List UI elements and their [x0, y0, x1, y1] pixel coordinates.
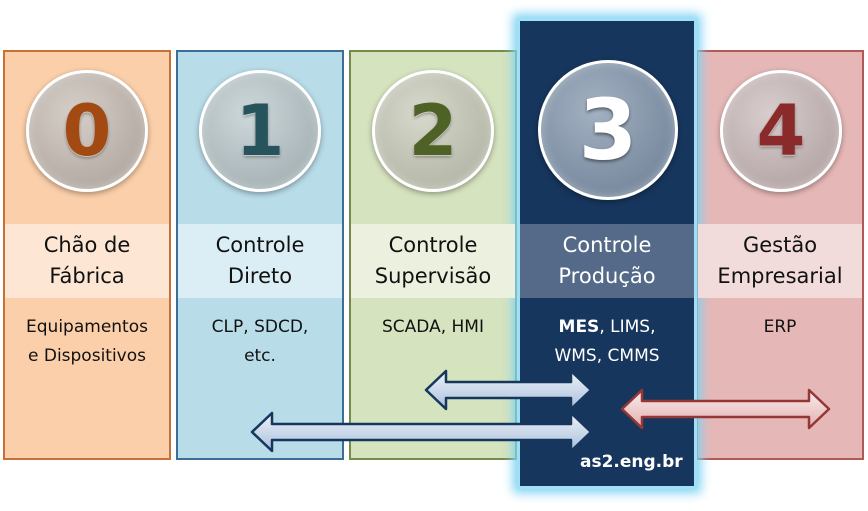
level-0-title-line1: Chão de: [43, 233, 131, 257]
level-0-title-line2: Fábrica: [49, 264, 125, 288]
level-3-title-line2: Produção: [558, 264, 656, 288]
level-1-number: 1: [235, 90, 285, 172]
level-1-title-line1: Controle: [215, 233, 305, 257]
level-2-description: SCADA, HMI: [351, 313, 515, 342]
level-0-number: 0: [62, 90, 112, 172]
level-2-number-circle: 2: [372, 70, 494, 192]
arrow-level3-level4: [620, 388, 831, 430]
level-2-title-band: Controle Supervisão: [351, 224, 515, 298]
level-3-desc-rest: , LIMS,: [599, 317, 656, 337]
level-3-desc-line1: MES, LIMS,: [520, 313, 694, 342]
level-4-description: ERP: [698, 313, 862, 342]
level-0-description: Equipamentos e Dispositivos: [5, 313, 169, 371]
level-1-description: CLP, SDCD, etc.: [178, 313, 342, 371]
level-2-title-line1: Controle: [388, 233, 478, 257]
level-3-number: 3: [578, 81, 638, 179]
level-0-desc-line2: e Dispositivos: [27, 346, 146, 366]
website-label: as2.eng.br: [580, 452, 683, 472]
level-4-title-line2: Empresarial: [717, 264, 843, 288]
level-2-number: 2: [408, 90, 458, 172]
level-3-desc-bold: MES: [558, 317, 600, 337]
level-1-number-circle: 1: [199, 70, 321, 192]
level-1-title-band: Controle Direto: [178, 224, 342, 298]
level-3-description: MES, LIMS, WMS, CMMS: [520, 313, 694, 371]
level-0-desc-line1: Equipamentos: [26, 317, 148, 337]
arrow-level1-level3: [250, 411, 593, 453]
level-0-number-circle: 0: [26, 70, 148, 192]
level-2-title-line2: Supervisão: [374, 264, 492, 288]
level-1-desc-line2: etc.: [244, 346, 276, 366]
level-4-desc-line1: ERP: [763, 317, 797, 337]
level-3-title-line1: Controle: [562, 233, 652, 257]
level-1-desc-line1: CLP, SDCD,: [211, 317, 309, 337]
level-0-title-band: Chão de Fábrica: [5, 224, 169, 298]
level-3-title-band: Controle Produção: [520, 224, 694, 298]
level-4-title-band: Gestão Empresarial: [698, 224, 862, 298]
level-4-number-circle: 4: [720, 70, 842, 192]
level-3-number-circle: 3: [538, 60, 678, 200]
level-4-number: 4: [756, 90, 806, 172]
arrow-level2-level3: [424, 369, 593, 411]
level-4-title-line1: Gestão: [742, 233, 818, 257]
level-3-desc-line2: WMS, CMMS: [554, 346, 660, 366]
level-2-desc-line1: SCADA, HMI: [382, 317, 484, 337]
level-1-title-line2: Direto: [227, 264, 293, 288]
